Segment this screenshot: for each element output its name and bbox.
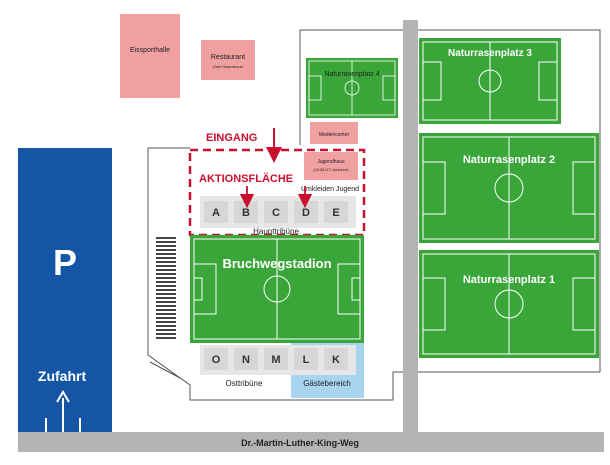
naturrasenplatz-4-pitch[interactable] [306,58,398,118]
haupttribuene-block-a[interactable] [204,201,228,223]
osttribuene-block-label: O [212,354,221,366]
mediencenter-building[interactable] [310,122,358,144]
umkleiden-label: Umkleiden Jugend [301,186,359,193]
west-stand-row [156,249,176,251]
training-grounds-boundary [299,29,601,372]
osttribuene-block-label: M [271,354,280,366]
jugendhaus-building[interactable] [304,152,358,180]
platz3-label: Naturrasenplatz 3 [448,48,532,59]
west-stand-row [156,261,176,263]
restaurant-building[interactable] [201,40,255,80]
main-road [18,432,604,452]
eissporthalle-building[interactable] [120,14,180,98]
osttribuene-block-m[interactable] [264,348,288,370]
osttribuene-block-label: L [303,354,310,366]
west-stand-row [156,237,176,239]
haupttribuene-block-label: E [332,207,339,219]
west-stand-row [156,313,176,315]
west-stand-row [156,265,176,267]
zufahrt-label: Zufahrt [38,368,87,384]
osttribuene-block-label: N [242,354,250,366]
osttribuene-block-k[interactable] [324,348,348,370]
platz1-label: Naturrasenplatz 1 [463,274,555,286]
west-stand-row [156,289,176,291]
west-stand-row [156,305,176,307]
boundary-line-diagonal [149,361,181,379]
platz4-label: Naturrasenplatz 4 [324,71,379,78]
stadium-label: Bruchwegstadion [222,256,331,271]
west-stand-row [156,337,176,339]
naturrasenplatz-1-pitch[interactable] [419,250,599,358]
west-stand-row [156,257,176,259]
road-label: Dr.-Martin-Luther-King-Weg [241,438,359,448]
west-stand-row [156,329,176,331]
naturrasenplatz-2-pitch[interactable] [419,133,599,243]
osttribuene-block-n[interactable] [234,348,258,370]
west-stand-row [156,245,176,247]
restaurant-sub-label: „Zum Hasenhaus“ [212,64,245,69]
haupttribuene-blocks: A B C D E [204,201,348,223]
jugendhaus-label: Jugendhaus [317,159,345,165]
eingang-label: EINGANG [206,132,257,144]
west-stand-row [156,285,176,287]
haupttribuene-label: Haupttribüne [253,227,299,236]
haupttribuene-block-label: D [302,207,310,219]
west-stand-row [156,293,176,295]
west-stand [156,237,176,339]
naturrasenplatz-3-pitch[interactable] [419,38,561,124]
parking-area[interactable] [18,148,112,432]
platz2-label: Naturrasenplatz 2 [463,154,555,166]
west-stand-row [156,281,176,283]
stadium-boundary-line [147,148,600,401]
parking-label: P [53,242,77,283]
vertical-road [403,20,418,432]
eissporthalle-label: Eissporthalle [130,47,170,54]
bruchwegstadion-pitch[interactable] [190,235,364,343]
osttribuene-block-o[interactable] [204,348,228,370]
restaurant-label: Restaurant [211,54,245,61]
mediencenter-label: Mediencenter [319,132,350,138]
west-stand-row [156,333,176,335]
west-stand-row [156,273,176,275]
entry-arrows [45,390,81,432]
haupttribuene-block-label: B [242,207,250,219]
west-stand-row [156,253,176,255]
west-stand-row [156,317,176,319]
haupttribuene-block-c[interactable] [264,201,288,223]
west-stand-row [156,277,176,279]
osttribuene-block-label: K [332,354,340,366]
osttribuene-block-l[interactable] [294,348,318,370]
west-stand-row [156,309,176,311]
haupttribuene-block-label: C [272,207,280,219]
aktionsflaeche-label: AKTIONSFLÄCHE [199,172,293,185]
haupttribuene-block-label: A [212,207,220,219]
haupttribuene-block-e[interactable] [324,201,348,223]
osttribuene-label: Osttribüne [226,379,263,388]
west-stand-row [156,321,176,323]
west-stand-row [156,325,176,327]
west-stand-row [156,241,176,243]
gaestebereich-label: Gästebereich [303,379,351,388]
jugendhaus-sub-label: (U13/U17-Junioren) [313,167,349,172]
west-stand-row [156,297,176,299]
west-stand-row [156,269,176,271]
west-stand-row [156,301,176,303]
